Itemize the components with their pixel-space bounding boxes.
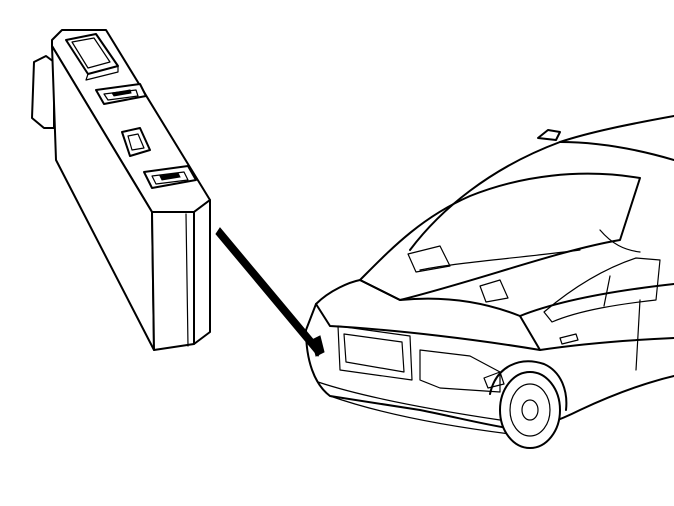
car-rear-view [305,115,674,449]
car-bumper-lower [329,395,511,435]
car-beltline [539,337,674,351]
car-side-window [543,257,661,323]
module-end-face [151,199,211,351]
car-rear-window [359,172,641,301]
car-trunk-lid [315,279,541,351]
car-antenna [537,129,561,141]
car-license-plate [343,333,405,373]
module-connector-small [121,127,151,157]
car-headrest-right [479,279,509,303]
car-door-seam [635,299,641,371]
car-rear-marker [311,335,325,357]
car-window-pillar [603,275,611,307]
module-latch-upper [95,83,147,105]
car-plate-recess [337,325,413,381]
car-roof-edge [559,141,674,161]
car-roof [409,115,674,251]
control-module [31,29,211,351]
car-rear-wheel [489,360,568,449]
module-connector-large [65,33,119,81]
car-side-body [519,283,674,317]
car-side-marker [483,371,505,389]
car-rear-fascia [305,303,521,431]
car-tail-lamp [419,349,501,393]
car-seat-line [599,229,641,253]
car-door-handle [559,333,579,345]
car-parcel-shelf [419,249,581,271]
module-mounting-tab [31,55,55,129]
module-edge-inner [185,213,189,347]
car-headrest-left [407,245,451,273]
car-bumper-line [317,381,501,421]
module-latch-lower [143,165,197,189]
